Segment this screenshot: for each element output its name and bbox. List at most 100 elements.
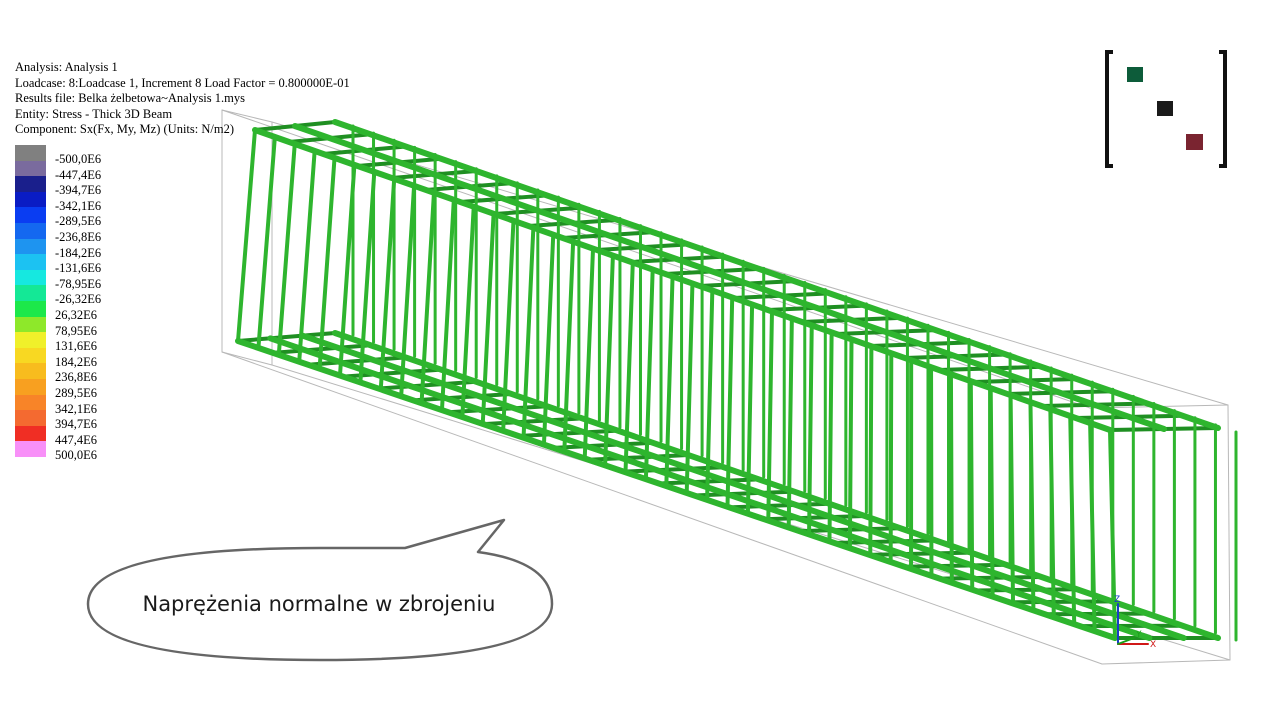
legend-label: 342,1E6 bbox=[55, 401, 98, 416]
legend-label: -342,1E6 bbox=[55, 198, 102, 213]
bottom-cross-tie bbox=[1007, 599, 1115, 605]
bottom-cross-tie bbox=[236, 331, 337, 343]
stirrup-front bbox=[236, 128, 257, 343]
top-longitudinal-bar bbox=[332, 119, 1221, 431]
legend-label: -500,0E6 bbox=[55, 152, 102, 166]
legend-swatch bbox=[15, 176, 46, 192]
legend-label: 500,0E6 bbox=[55, 448, 98, 463]
analysis-info: Analysis: Analysis 1 Loadcase: 8:Loadcas… bbox=[15, 60, 350, 138]
bottom-cross-tie bbox=[902, 562, 1009, 569]
legend-swatch bbox=[15, 394, 46, 411]
stirrup-front bbox=[643, 267, 655, 482]
logo-icon bbox=[1105, 50, 1227, 168]
axis-x-label: X bbox=[1150, 640, 1156, 650]
bottom-cross-tie bbox=[516, 428, 620, 439]
bottom-cross-tie bbox=[306, 355, 408, 367]
longitudinal-bars bbox=[235, 119, 1221, 641]
bottom-longitudinal-bar bbox=[299, 332, 1187, 641]
legend-label: 447,4E6 bbox=[55, 432, 98, 447]
axis-y-label: Y bbox=[1135, 630, 1142, 640]
bounding-box-edge bbox=[221, 351, 1103, 665]
bounding-box-edge bbox=[1101, 659, 1231, 665]
bottom-cross-tie bbox=[692, 489, 797, 498]
bottom-longitudinal-bar bbox=[267, 335, 1153, 641]
stirrup-front bbox=[968, 379, 975, 592]
legend-label: -26,32E6 bbox=[55, 292, 102, 307]
top-longitudinal-bar bbox=[292, 123, 1167, 432]
legend-swatch bbox=[15, 145, 46, 161]
axis-triad: XY Z bbox=[1114, 595, 1156, 650]
stirrup-front bbox=[745, 302, 755, 516]
legend-label: 131,6E6 bbox=[55, 339, 98, 354]
stirrup-front bbox=[541, 232, 556, 447]
stirrup-front bbox=[988, 386, 995, 599]
bottom-cross-tie bbox=[376, 379, 479, 391]
legend-swatch bbox=[15, 410, 46, 426]
stirrup-front bbox=[317, 155, 337, 371]
axis-z-label: Z bbox=[1114, 595, 1120, 605]
stirrup-front bbox=[297, 148, 317, 364]
top-longitudinal-bar bbox=[252, 127, 1113, 433]
stirrup-front bbox=[501, 218, 516, 433]
legend-label: 184,2E6 bbox=[55, 354, 98, 369]
bottom-cross-tie bbox=[727, 501, 832, 510]
legend-label: 394,7E6 bbox=[55, 417, 98, 432]
bottom-cross-tie bbox=[551, 440, 655, 450]
legend-swatch bbox=[15, 425, 46, 442]
legend-swatch bbox=[15, 254, 46, 270]
stirrup-front bbox=[948, 372, 954, 585]
legend-label: -447,4E6 bbox=[55, 167, 102, 182]
bottom-cross-tie bbox=[972, 587, 1079, 593]
stirrup-front bbox=[399, 183, 417, 399]
stirrup-front bbox=[827, 330, 834, 544]
component-info: Component: Sx(Fx, My, Mz) (Units: N/m2) bbox=[15, 122, 234, 137]
stirrup-front bbox=[847, 337, 854, 551]
legend-swatch bbox=[15, 300, 46, 317]
stirrup-front bbox=[868, 344, 874, 558]
legend-label: -394,7E6 bbox=[55, 183, 102, 198]
stirrup-front bbox=[337, 162, 357, 378]
legend-swatch bbox=[15, 269, 46, 286]
bottom-cross-tie bbox=[867, 550, 973, 557]
stirrup-front bbox=[358, 169, 377, 385]
stirrup-front bbox=[419, 190, 436, 406]
stirrup-front bbox=[439, 197, 456, 413]
stirrup-front bbox=[1048, 407, 1056, 620]
stirrup-front bbox=[786, 316, 794, 530]
stirrup-front bbox=[480, 211, 496, 426]
y-axis-line bbox=[1117, 637, 1135, 645]
legend-label: -78,95E6 bbox=[55, 276, 102, 291]
callout-text: Naprężenia normalne w zbrojeniu bbox=[142, 592, 496, 616]
stirrup-front bbox=[562, 239, 576, 454]
stirrup-front bbox=[378, 176, 397, 392]
stirrup-front bbox=[582, 246, 596, 461]
legend-swatch bbox=[15, 238, 46, 255]
stirrup-front bbox=[664, 274, 675, 489]
legend-label: 26,32E6 bbox=[55, 307, 98, 322]
legend-swatch bbox=[15, 207, 46, 223]
legend-swatch bbox=[15, 285, 46, 301]
stirrup-front bbox=[888, 351, 894, 565]
stirrup-front bbox=[766, 309, 774, 523]
legend-label: -184,2E6 bbox=[55, 245, 102, 260]
legend-label: -236,8E6 bbox=[55, 229, 102, 244]
legend-swatch bbox=[15, 441, 46, 457]
legend-swatch bbox=[15, 378, 46, 395]
entity-info: Entity: Stress - Thick 3D Beam bbox=[15, 106, 173, 121]
bottom-longitudinal-bar bbox=[332, 330, 1221, 641]
legend-swatch bbox=[15, 160, 46, 177]
legend-swatch bbox=[15, 363, 46, 379]
legend-swatch bbox=[15, 222, 46, 239]
stirrup-front bbox=[276, 141, 297, 357]
legend-swatch bbox=[15, 332, 46, 348]
bounding-box-edge bbox=[1227, 404, 1231, 661]
bounding-box-edge bbox=[221, 109, 273, 123]
legend-label: -131,6E6 bbox=[55, 261, 102, 276]
legend-label: -289,5E6 bbox=[55, 214, 102, 229]
stirrup-front bbox=[521, 225, 536, 440]
legend-label: 78,95E6 bbox=[55, 323, 98, 338]
results-file: Results file: Belka żelbetowa~Analysis 1… bbox=[15, 91, 245, 106]
stirrup-front bbox=[1008, 393, 1016, 606]
analysis-name: Analysis: Analysis 1 bbox=[15, 60, 118, 74]
